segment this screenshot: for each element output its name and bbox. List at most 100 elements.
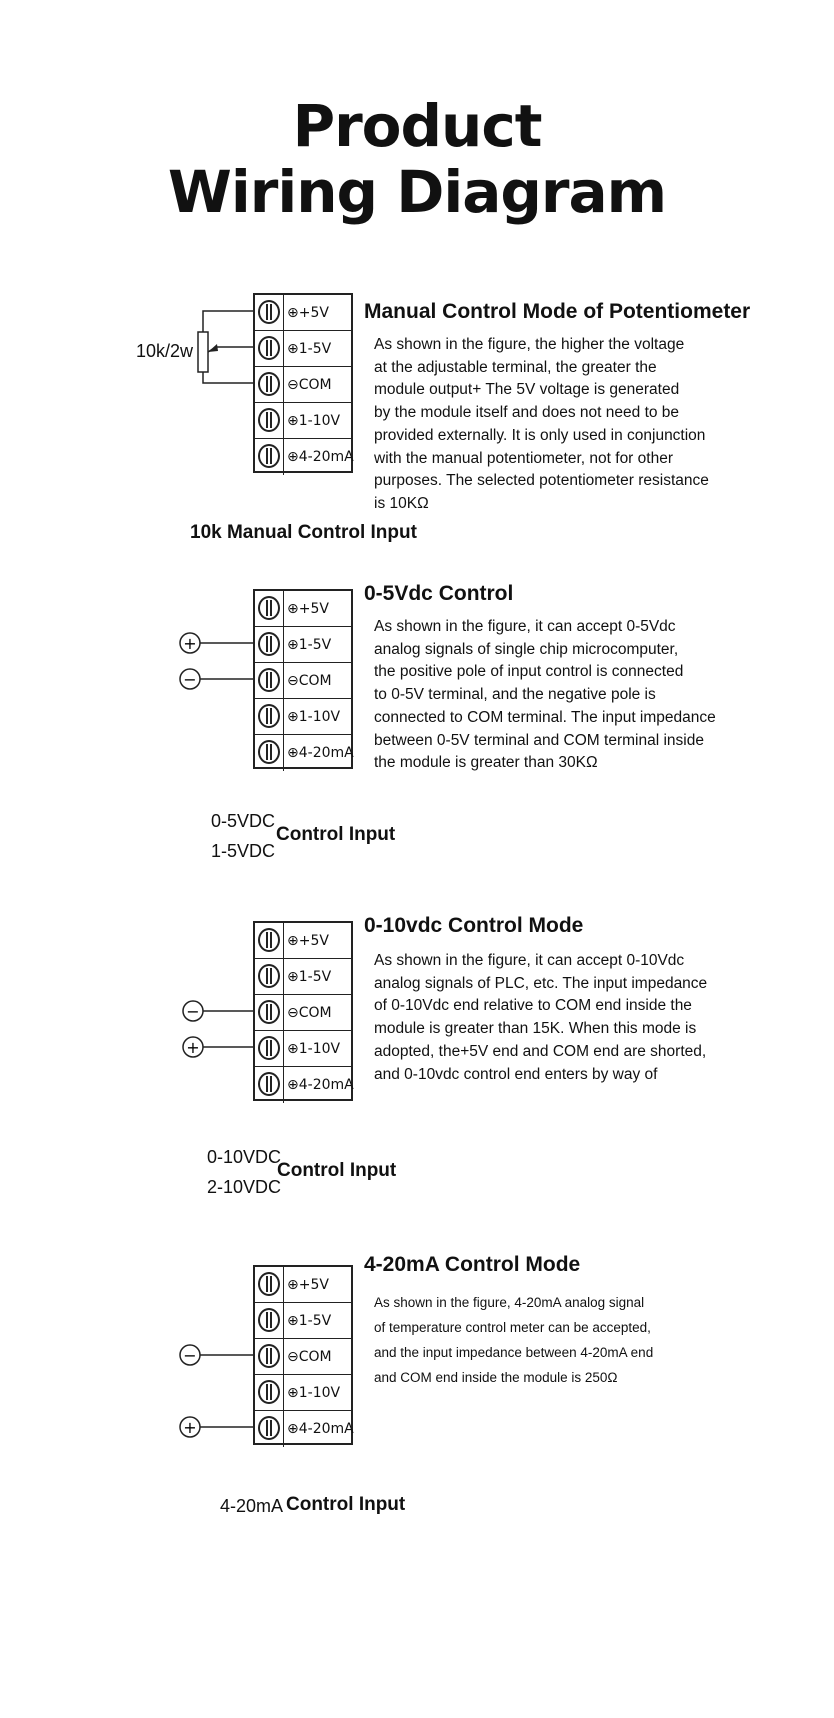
terminal-label: ⊖COM bbox=[287, 1349, 332, 1365]
minus-sign: − bbox=[183, 670, 196, 689]
terminal-4-20ma: ⊕4-20mA bbox=[255, 1411, 354, 1447]
screw-icon bbox=[258, 300, 280, 324]
terminal-label: ⊕+5V bbox=[287, 933, 329, 949]
minus-terminal-icon bbox=[182, 1000, 204, 1022]
section-heading: 0-5Vdc Control bbox=[364, 582, 514, 605]
minus-sign: − bbox=[183, 1346, 196, 1365]
wire-com bbox=[202, 372, 253, 384]
screw-icon bbox=[258, 1380, 280, 1404]
caption-range: 4-20mA bbox=[220, 1496, 284, 1516]
section-description: As shown in the figure, 4-20mA analog si… bbox=[374, 1295, 654, 1385]
screw-icon bbox=[258, 408, 280, 432]
screw-icon bbox=[258, 1036, 280, 1060]
terminal-label: ⊖COM bbox=[287, 1005, 332, 1021]
terminal-label: ⊕1-5V bbox=[287, 637, 332, 653]
terminal-label: ⊕+5V bbox=[287, 305, 329, 321]
potentiometer-wiring bbox=[197, 310, 253, 384]
terminal-1-5v: ⊕1-5V bbox=[255, 959, 351, 995]
terminal-5v: ⊕+5V bbox=[255, 923, 351, 959]
terminal-label: ⊕4-20mA bbox=[287, 449, 354, 465]
screw-icon bbox=[258, 1344, 280, 1368]
section-heading: 0-10vdc Control Mode bbox=[364, 914, 584, 937]
terminal-1-10v: ⊕1-10V bbox=[255, 1031, 351, 1067]
minus-terminal-icon bbox=[179, 668, 201, 690]
terminal-label: ⊕1-5V bbox=[287, 341, 332, 357]
terminal-4-20ma: ⊕4-20mA bbox=[255, 1067, 354, 1103]
caption-range: 0-10VDC bbox=[207, 1147, 282, 1167]
0-10vdc-wiring: − + bbox=[182, 1000, 253, 1058]
terminal-1-10v: ⊕1-10V bbox=[255, 699, 351, 735]
terminal-1-10v: ⊕1-10V bbox=[255, 403, 351, 439]
4-20ma-wiring: − + bbox=[179, 1344, 253, 1438]
terminal-5v: ⊕+5V bbox=[255, 1267, 351, 1303]
screw-icon bbox=[258, 1072, 280, 1096]
terminal-block: ⊕+5V ⊕1-5V ⊖COM ⊕1-10V ⊕4-20mA bbox=[253, 293, 354, 475]
caption-ranges: 0-5VDC 1-5VDC bbox=[211, 806, 275, 866]
caption-range: 2-10VDC bbox=[207, 1177, 282, 1197]
terminal-label: ⊕1-10V bbox=[287, 413, 341, 429]
section-caption: Control Input bbox=[277, 1160, 397, 1181]
screw-icon bbox=[258, 1272, 280, 1296]
terminal-4-20ma: ⊕4-20mA bbox=[255, 735, 354, 771]
terminal-1-5v: ⊕1-5V bbox=[255, 1303, 351, 1339]
terminal-1-5v: ⊕1-5V bbox=[255, 331, 351, 367]
wiper-arrow-icon bbox=[208, 344, 218, 352]
terminal-block: ⊕+5V ⊕1-5V ⊖COM ⊕1-10V ⊕4-20mA bbox=[253, 589, 354, 771]
terminal-5v: ⊕+5V bbox=[255, 591, 351, 627]
terminal-label: ⊕4-20mA bbox=[287, 1077, 354, 1093]
terminal-label: ⊕1-5V bbox=[287, 1313, 332, 1329]
terminal-com: ⊖COM bbox=[255, 995, 351, 1031]
plus-sign: + bbox=[186, 1038, 199, 1057]
terminal-label: ⊕1-10V bbox=[287, 1385, 341, 1401]
title-line-2: Wiring Diagram bbox=[167, 158, 667, 226]
plus-terminal-icon bbox=[179, 1416, 201, 1438]
screw-icon bbox=[258, 1000, 280, 1024]
caption-range: 1-5VDC bbox=[211, 841, 276, 861]
screw-icon bbox=[258, 668, 280, 692]
caption-ranges: 0-10VDC 2-10VDC bbox=[207, 1142, 281, 1202]
terminal-1-5v: ⊕1-5V bbox=[255, 627, 351, 663]
terminal-com: ⊖COM bbox=[255, 1339, 351, 1375]
terminal-block: ⊕+5V ⊕1-5V ⊖COM ⊕1-10V ⊕4-20mA bbox=[253, 1265, 354, 1447]
0-5vdc-wiring: + − bbox=[179, 632, 253, 690]
minus-terminal-icon bbox=[179, 1344, 201, 1366]
terminal-label: ⊕1-10V bbox=[287, 1041, 341, 1057]
screw-icon bbox=[258, 740, 280, 764]
section-description: As shown in the figure, it can accept 0-… bbox=[374, 618, 716, 772]
section-heading: 4-20mA Control Mode bbox=[364, 1253, 581, 1276]
minus-sign: − bbox=[186, 1002, 199, 1021]
terminal-label: ⊕4-20mA bbox=[287, 745, 354, 761]
screw-icon bbox=[258, 1416, 280, 1440]
screw-icon bbox=[258, 964, 280, 988]
section-caption: 10k Manual Control Input bbox=[190, 522, 417, 543]
resistor-label: 10k/2w bbox=[136, 341, 194, 361]
terminal-4-20ma: ⊕4-20mA bbox=[255, 439, 354, 475]
terminal-label: ⊕+5V bbox=[287, 601, 329, 617]
terminal-com: ⊖COM bbox=[255, 663, 351, 699]
screw-icon bbox=[258, 372, 280, 396]
wire-5v bbox=[202, 310, 253, 332]
screw-icon bbox=[258, 928, 280, 952]
terminal-1-10v: ⊕1-10V bbox=[255, 1375, 351, 1411]
plus-terminal-icon bbox=[179, 632, 201, 654]
section-description: As shown in the figure, the higher the v… bbox=[374, 336, 709, 512]
plus-sign: + bbox=[183, 634, 196, 653]
screw-icon bbox=[258, 336, 280, 360]
terminal-label: ⊕4-20mA bbox=[287, 1421, 354, 1437]
screw-icon bbox=[258, 444, 280, 468]
plus-sign: + bbox=[183, 1418, 196, 1437]
plus-terminal-icon bbox=[182, 1036, 204, 1058]
screw-icon bbox=[258, 704, 280, 728]
terminal-label: ⊖COM bbox=[287, 673, 332, 689]
title-line-1: Product bbox=[292, 92, 543, 160]
terminal-label: ⊕+5V bbox=[287, 1277, 329, 1293]
terminal-5v: ⊕+5V bbox=[255, 295, 351, 331]
terminal-label: ⊕1-10V bbox=[287, 709, 341, 725]
terminal-com: ⊖COM bbox=[255, 367, 351, 403]
caption-range: 0-5VDC bbox=[211, 811, 276, 831]
section-heading: Manual Control Mode of Potentiometer bbox=[364, 300, 751, 323]
screw-icon bbox=[258, 632, 280, 656]
section-caption: Control Input bbox=[276, 824, 396, 845]
section-description: As shown in the figure, it can accept 0-… bbox=[374, 952, 708, 1083]
terminal-label: ⊕1-5V bbox=[287, 969, 332, 985]
